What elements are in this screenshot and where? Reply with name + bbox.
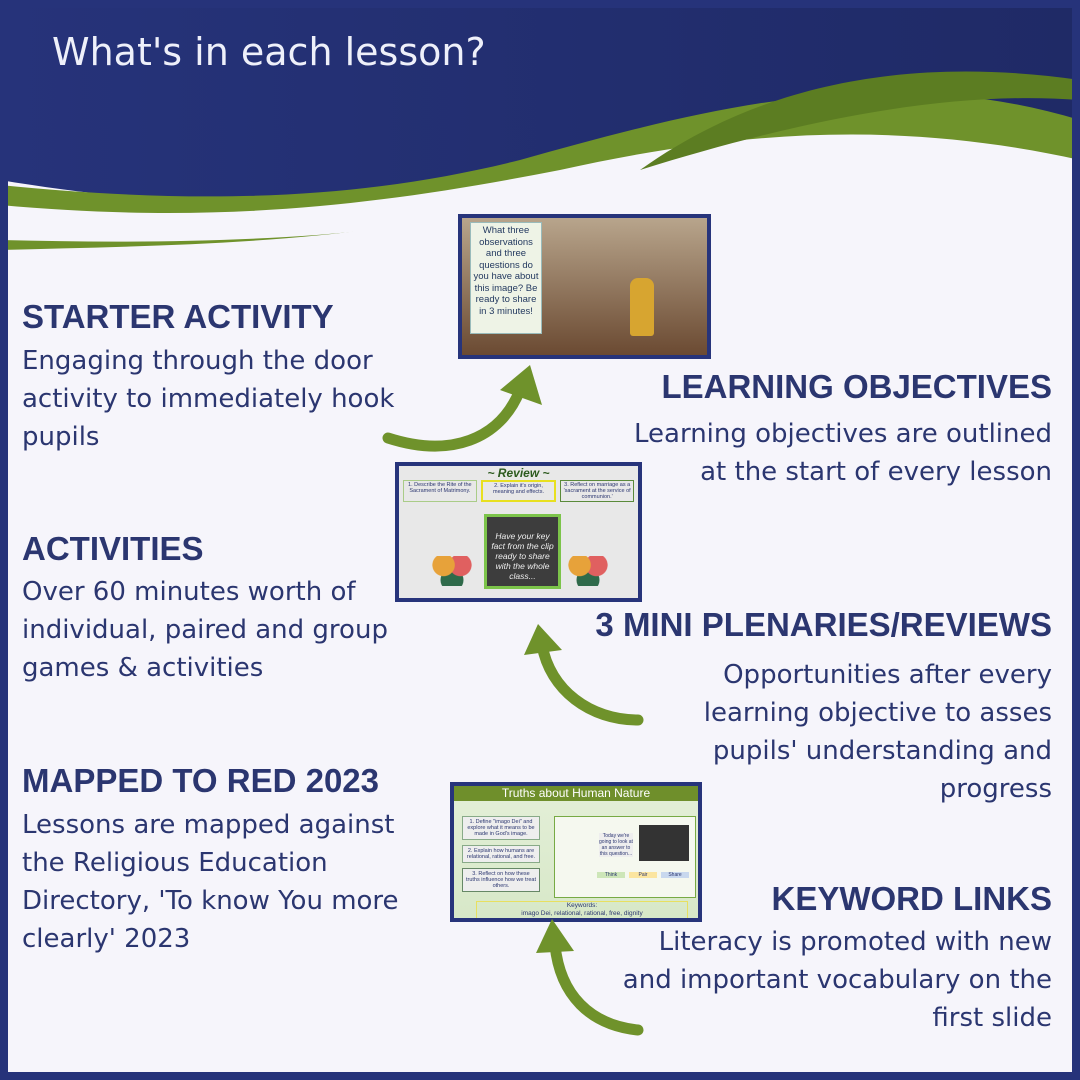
review-board: Have your key fact from the clip ready t…: [484, 514, 561, 589]
header-wave: [0, 0, 1080, 250]
people-illustration: [567, 556, 609, 586]
starter-slide-prompt: What three observations and three questi…: [470, 222, 542, 334]
review-objective: 2. Explain it's origin, meaning and effe…: [480, 480, 557, 502]
keywords-note: Today we're going to look at an answer t…: [599, 833, 633, 857]
objectives-heading: LEARNING OBJECTIVES: [661, 368, 1052, 405]
keywords-objective: 3. Reflect on how these truths influence…: [462, 868, 540, 892]
review-slide-thumbnail: ~ Review ~ 1. Describe the Rite of the S…: [395, 462, 642, 602]
share-label: Share: [661, 872, 689, 878]
objectives-text: Learning objectives are outlined at the …: [634, 419, 1052, 487]
keywords-objective: 2. Explain how humans are relational, ra…: [462, 845, 540, 863]
review-objective: 3. Reflect on marriage as a 'sacrament a…: [560, 480, 635, 502]
people-illustration: [431, 556, 473, 586]
plenaries-heading: 3 MINI PLENARIES/REVIEWS: [595, 606, 1052, 643]
pair-label: Pair: [629, 872, 657, 878]
keywords-label: Keywords:: [566, 902, 598, 909]
keywords-list: imago Dei, relational, rational, free, d…: [521, 910, 643, 917]
arrow-icon: [536, 919, 644, 1036]
starter-text: Engaging through the door activity to im…: [22, 346, 395, 452]
page-title: What's in each lesson?: [52, 30, 486, 74]
review-objective: 1. Describe the Rite of the Sacrament of…: [403, 480, 477, 502]
arrow-icon: [382, 365, 542, 452]
keywords-slide-thumbnail: Truths about Human Nature 1. Define "ima…: [450, 782, 702, 922]
keywords-heading: KEYWORD LINKS: [771, 880, 1053, 917]
keywords-text: Literacy is promoted with new and import…: [622, 927, 1052, 1033]
think-label: Think: [597, 872, 625, 878]
arrow-icon: [524, 624, 644, 726]
chalice-image: [630, 278, 654, 336]
starter-heading: STARTER ACTIVITY: [22, 298, 334, 335]
activities-heading: ACTIVITIES: [22, 530, 204, 567]
red-text: Lessons are mapped against the Religious…: [22, 810, 399, 954]
review-slide-title: ~ Review ~: [487, 466, 550, 480]
keywords-slide-title: Truths about Human Nature: [454, 786, 698, 801]
keywords-objective: 1. Define "imago Dei" and explore what i…: [462, 816, 540, 840]
video-still: [639, 825, 689, 861]
plenaries-text: Opportunities after every learning objec…: [703, 660, 1052, 804]
starter-slide-thumbnail: What three observations and three questi…: [458, 214, 711, 359]
red-heading: MAPPED TO RED 2023: [22, 762, 380, 799]
activities-text: Over 60 minutes worth of individual, pai…: [22, 577, 388, 683]
